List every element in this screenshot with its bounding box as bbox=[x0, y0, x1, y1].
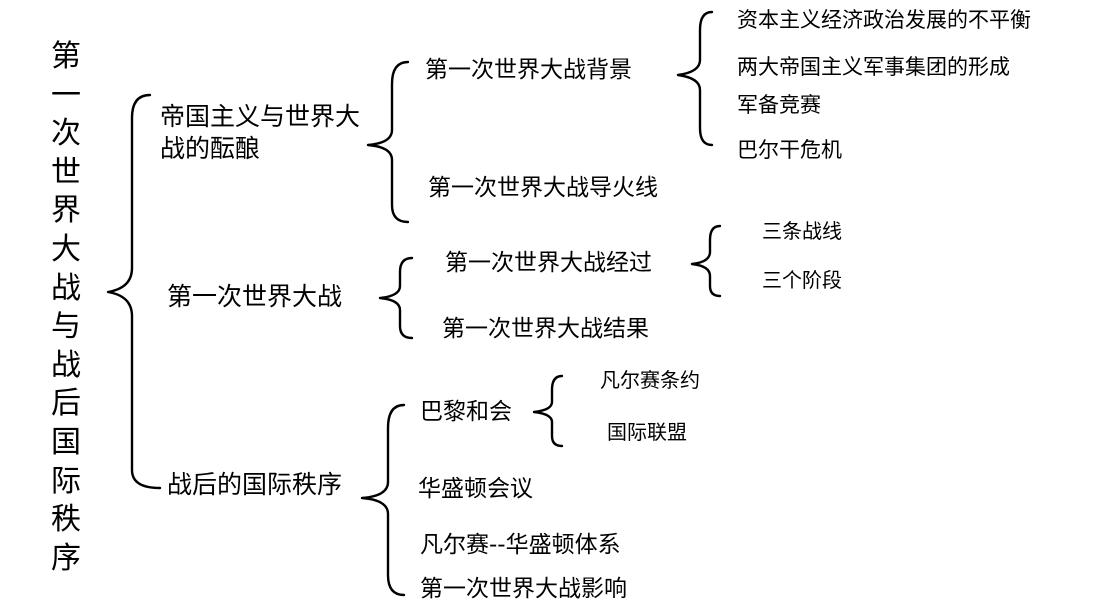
brace-imperialism bbox=[366, 60, 410, 224]
root-brace bbox=[106, 93, 162, 490]
node-paris-conference: 巴黎和会 bbox=[420, 399, 512, 425]
brace-paris bbox=[532, 374, 564, 448]
branch-ww1: 第一次世界大战 bbox=[167, 282, 343, 311]
node-trigger: 第一次世界大战导火线 bbox=[428, 175, 658, 201]
leaf-league-of-nations: 国际联盟 bbox=[607, 420, 687, 444]
branch-imperialism: 帝国主义与世界大战的酝酿 bbox=[160, 102, 361, 163]
leaf-balkan-crisis: 巴尔干危机 bbox=[737, 138, 842, 162]
leaf-three-fronts: 三条战线 bbox=[762, 219, 842, 243]
brace-course bbox=[690, 224, 722, 298]
leaf-arms-race: 军备竞赛 bbox=[737, 93, 821, 117]
leaf-military-blocs: 两大帝国主义军事集团的形成 bbox=[737, 55, 1010, 79]
brace-ww1 bbox=[378, 256, 414, 340]
leaf-treaty-of-versailles: 凡尔赛条约 bbox=[600, 368, 700, 392]
node-impact: 第一次世界大战影响 bbox=[420, 576, 627, 602]
node-versailles-washington-system: 凡尔赛--华盛顿体系 bbox=[420, 532, 621, 558]
brace-postwar bbox=[360, 403, 406, 597]
leaf-three-stages: 三个阶段 bbox=[762, 268, 842, 292]
root-title: 第一次世界大战与战后国际秩序 bbox=[51, 39, 81, 576]
node-result: 第一次世界大战结果 bbox=[442, 316, 649, 342]
branch-postwar: 战后的国际秩序 bbox=[167, 470, 343, 499]
brace-background bbox=[676, 10, 714, 147]
node-course: 第一次世界大战经过 bbox=[445, 250, 652, 276]
node-washington-conference: 华盛顿会议 bbox=[418, 476, 533, 502]
node-background: 第一次世界大战背景 bbox=[425, 57, 632, 83]
leaf-uneven-development: 资本主义经济政治发展的不平衡 bbox=[737, 8, 1031, 32]
